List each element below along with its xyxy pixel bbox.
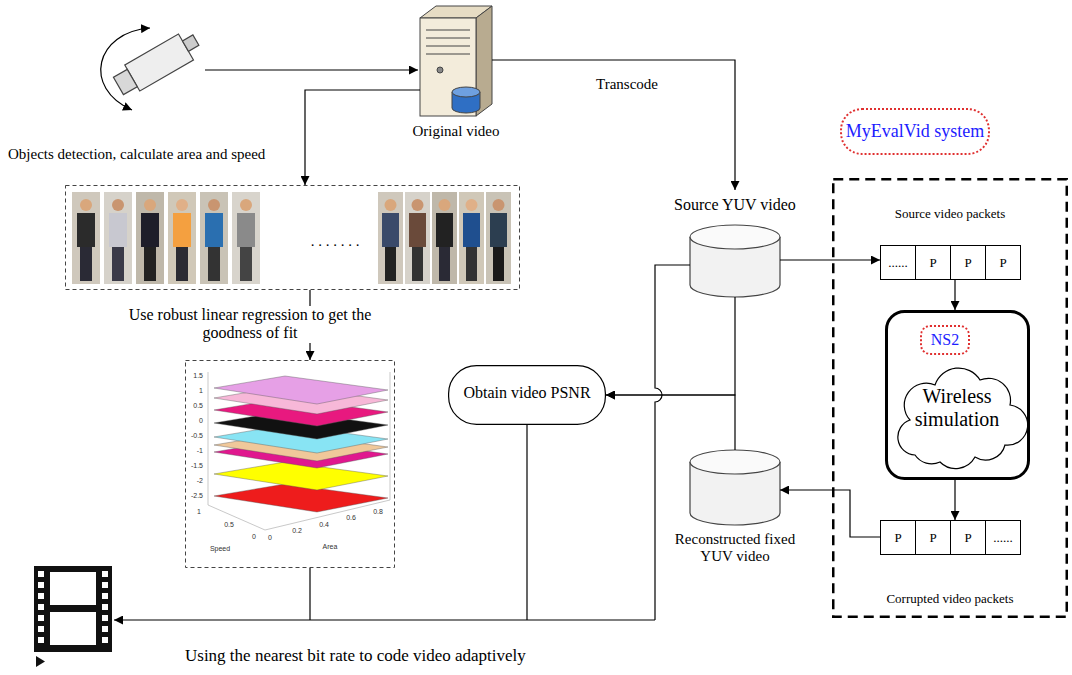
tick-label: 1 [180, 387, 203, 394]
packet-cell: P [950, 520, 986, 555]
tick-label: 0 [249, 533, 259, 540]
flow-arrow [606, 395, 735, 450]
flow-arrow [780, 259, 880, 260]
node-border [449, 366, 606, 425]
node-label: Reconstructed fixed YUV video [660, 531, 810, 566]
flow-arrow [954, 480, 955, 520]
axis-title: Area [316, 543, 344, 550]
tick-label: 0.8 [371, 508, 385, 515]
node-label: Original video [395, 123, 517, 140]
packet-cell: ...... [985, 520, 1021, 555]
pedestrian-thumbnails [72, 192, 511, 284]
node-border [887, 312, 1029, 479]
tick-label: -0.5 [180, 432, 203, 439]
edge-label: Use robust linear regression to get the … [115, 306, 385, 343]
node-border [833, 179, 1067, 617]
cloud-shape [898, 368, 1028, 468]
database-node: Source YUV video [690, 190, 780, 297]
flow-arrow [606, 297, 735, 395]
node-label: Source YUV video [665, 196, 805, 214]
flow-arrow [954, 280, 955, 310]
server-node: Original video [420, 5, 492, 145]
database-cylinder [690, 450, 780, 525]
tick-label: -2.5 [180, 492, 203, 499]
flow-arrow [780, 490, 880, 537]
tick-label: 0 [265, 534, 275, 541]
process-label: Obtain video PSNR [448, 384, 606, 402]
node-label: Corrupted video packets [865, 592, 1035, 607]
tick-label: 0.5 [222, 521, 236, 528]
system-title: MyEvalVid system [840, 108, 990, 155]
database-cylinder [690, 225, 780, 297]
packet-cell: P [985, 245, 1021, 280]
camera-icon [101, 28, 204, 110]
node-outline [65, 185, 520, 290]
tick-label: 0.6 [344, 514, 358, 521]
tick-label: -1.5 [180, 462, 203, 469]
tick-label: 0.4 [317, 521, 331, 528]
packet-cell: P [880, 520, 916, 555]
packet-queue: Source video packets......PPP [880, 205, 1020, 280]
ellipsis-mark: . . . . . . . [300, 233, 370, 250]
data-wire [114, 265, 690, 620]
simulator-box: NS2Wireless simulation [885, 310, 1030, 480]
tick-label: 1.5 [180, 372, 203, 379]
process-box: Obtain video PSNR [448, 365, 606, 425]
packet-cell: ...... [880, 245, 916, 280]
tick-label: -1 [180, 447, 203, 454]
packet-cell: P [915, 245, 951, 280]
film-icon [34, 566, 112, 667]
node-label: Source video packets [870, 207, 1030, 222]
chart-plot [208, 372, 390, 530]
packet-queue: PPP......Corrupted video packets [880, 520, 1020, 615]
node-border [66, 186, 520, 290]
packet-cell: P [950, 245, 986, 280]
flow-arrow [305, 90, 420, 185]
system-boundary: MyEvalVid systemSource video packets....… [832, 178, 1068, 618]
tick-label: 0.2 [290, 527, 304, 534]
server-icon [420, 6, 492, 116]
edge-label: Transcode [596, 76, 658, 93]
tick-label: -2 [180, 477, 203, 484]
tick-label: 0 [180, 417, 203, 424]
tick-label: 1 [194, 508, 204, 515]
edge-label: Objects detection, calculate area and sp… [8, 146, 265, 163]
chart-box: 1.510.50-0.5-1-1.5-2-2.510.5000.20.40.60… [185, 360, 395, 568]
flow-arrow [492, 60, 735, 190]
axis-title: Speed [203, 545, 237, 552]
caption-label: Using the nearest bit rate to code video… [185, 646, 655, 666]
camera-link [205, 69, 418, 70]
cloud-label: Wireless simulation [902, 385, 1012, 431]
tick-label: 0.5 [180, 402, 203, 409]
image-strip-box: . . . . . . . [65, 185, 520, 290]
node-outline [185, 360, 395, 568]
packet-cell: P [915, 520, 951, 555]
database-node: Reconstructed fixed YUV video [690, 450, 780, 572]
node-border [186, 361, 395, 568]
simulator-name: NS2 [920, 325, 970, 355]
